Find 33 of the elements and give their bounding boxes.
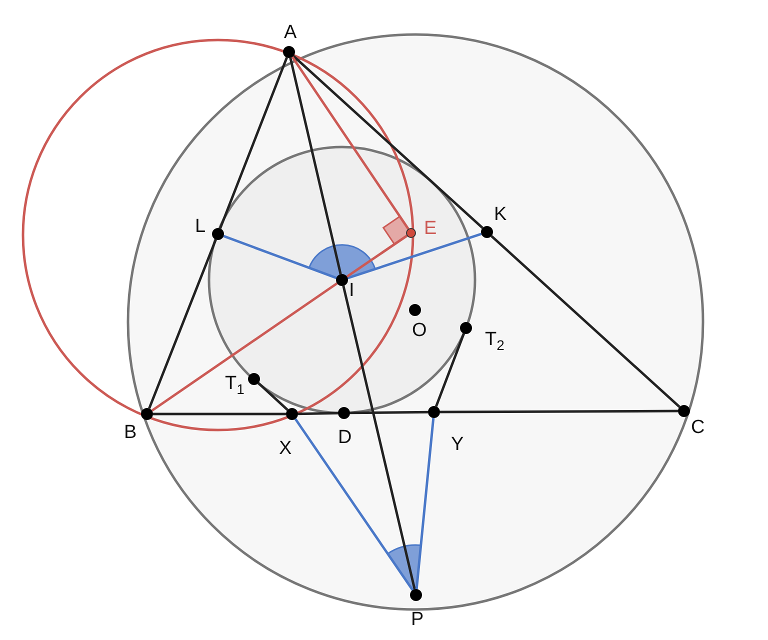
point-label: P [411,610,424,630]
line-segment [294,418,414,591]
point-label: D [338,428,352,448]
point-label: I [349,281,354,301]
line-segment [223,234,337,280]
line-segment [347,232,482,280]
line-segment [298,412,338,416]
line-segment [434,333,466,407]
point-label: B [124,423,137,443]
line-segment [219,57,288,229]
point-label: T$_{2}$ [485,330,504,355]
line-segment [292,55,484,229]
line-segment [153,412,286,416]
point-label: X [279,439,292,459]
point-label: T$_{1}$ [225,374,244,399]
point-label: L [195,217,206,237]
point-label: K [494,205,507,225]
line-segment [346,234,408,278]
point-label: O [412,321,427,341]
line-segment [258,382,288,411]
line-segment [350,410,428,414]
point-label: C [691,418,705,438]
point-label: Y [451,435,464,455]
line-segment [490,235,680,408]
line-segment [415,418,435,590]
line-segment [342,286,416,590]
line-segment [289,58,342,274]
line-segment [151,282,338,412]
point-label: E [424,219,437,239]
line-segment [440,410,678,414]
line-segment [148,239,217,409]
point-label: A [284,23,297,43]
line-segment [291,56,410,230]
